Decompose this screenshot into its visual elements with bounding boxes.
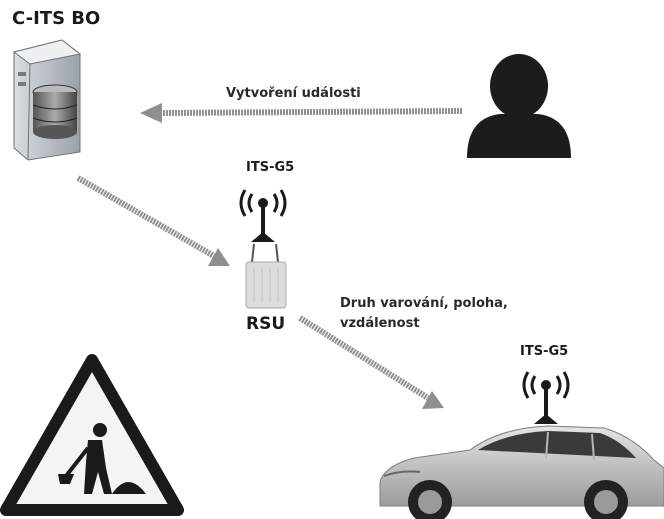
roadworks-warning-sign-icon — [0, 354, 184, 516]
rsu-its-g5-label: ITS-G5 — [246, 160, 295, 175]
warning-info-label: Druh varování, poloha, vzdálenost — [340, 296, 508, 331]
antenna-signal-icon — [239, 189, 287, 242]
car-icon — [379, 425, 664, 519]
user-silhouette-icon — [467, 54, 571, 158]
event-creation-label: Vytvoření události — [226, 86, 361, 101]
car-its-g5-label: ITS-G5 — [520, 344, 569, 359]
server-database-icon — [12, 39, 82, 161]
car-antenna-signal-icon — [522, 371, 570, 424]
event-arrow — [140, 103, 463, 123]
rsu-to-car-arrow — [298, 315, 444, 409]
server-to-rsu-arrow — [76, 175, 230, 266]
diagram-title: C-ITS BO — [12, 8, 101, 29]
rsu-label: RSU — [246, 314, 286, 334]
roadside-unit-icon — [245, 243, 287, 309]
